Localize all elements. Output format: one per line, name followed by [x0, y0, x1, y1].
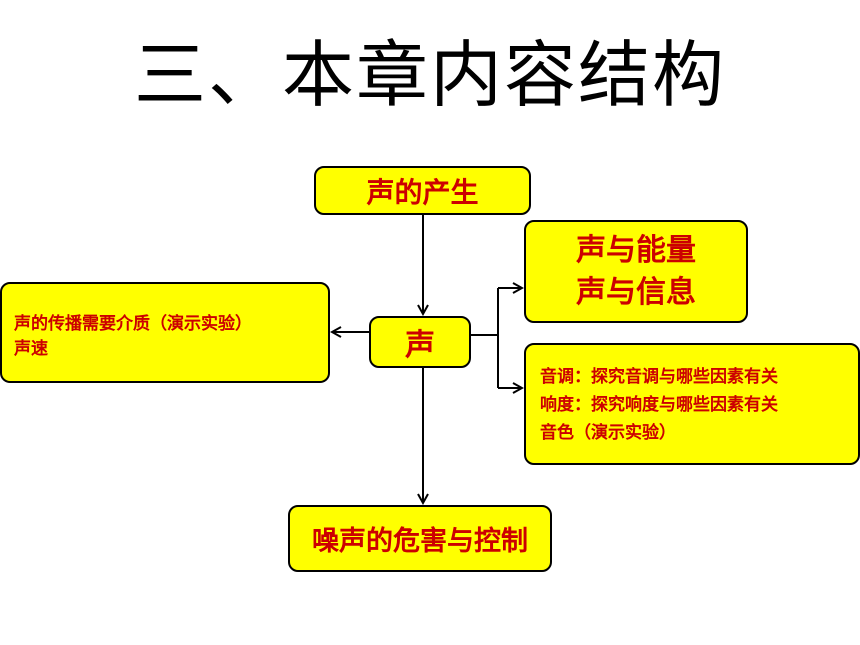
node-sound-energy-info: 声与能量 声与信息: [524, 220, 748, 323]
node-sound-characteristics: 音调：探究音调与哪些因素有关 响度：探究响度与哪些因素有关 音色（演示实验）: [524, 343, 860, 465]
node-traits-line-3: 音色（演示实验）: [540, 423, 676, 443]
node-sound: 声: [369, 316, 471, 368]
node-sound-origin-label: 声的产生: [366, 175, 479, 209]
node-sound-origin: 声的产生: [314, 166, 531, 215]
node-energy-line-2: 声与信息: [576, 274, 696, 310]
node-noise-label: 噪声的危害与控制: [312, 526, 528, 557]
node-sound-propagation: 声的传播需要介质（演示实验） 声速: [0, 282, 330, 383]
node-propagation-line-2: 声速: [14, 339, 48, 359]
node-traits-line-1: 音调：探究音调与哪些因素有关: [540, 367, 778, 387]
page-title: 三、本章内容结构: [133, 33, 726, 117]
node-energy-line-1: 声与能量: [576, 232, 696, 268]
node-sound-label: 声: [405, 328, 435, 363]
node-noise-control: 噪声的危害与控制: [288, 505, 552, 572]
node-traits-line-2: 响度：探究响度与哪些因素有关: [540, 395, 778, 415]
node-propagation-line-1: 声的传播需要介质（演示实验）: [14, 314, 252, 334]
